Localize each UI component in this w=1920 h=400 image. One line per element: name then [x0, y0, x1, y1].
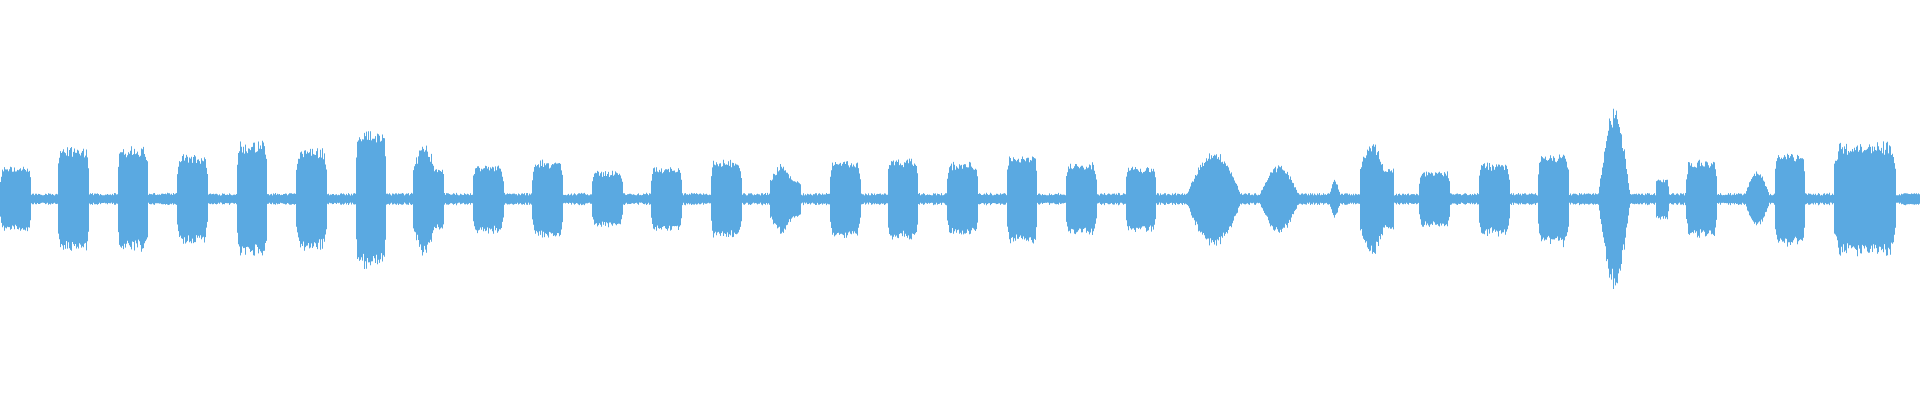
waveform-amplitude-path — [0, 108, 1920, 289]
waveform-bars — [0, 108, 1920, 289]
